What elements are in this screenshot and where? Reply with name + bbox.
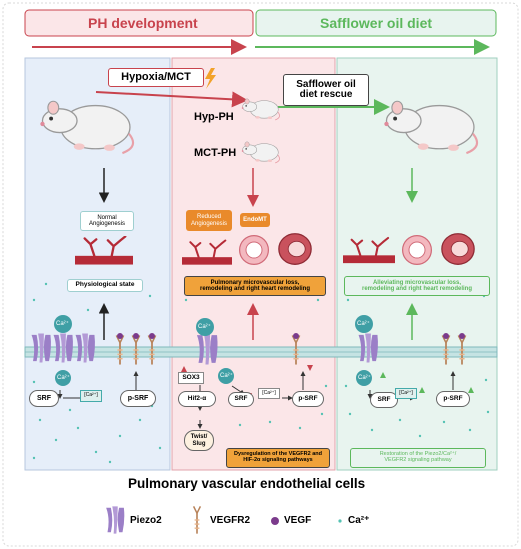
hypoxia-arrow	[95, 91, 248, 108]
psrf-node: p-SRF	[120, 390, 156, 407]
legend-vegf-icon	[271, 517, 279, 525]
ca-ion-label: Ca²⁺	[56, 321, 69, 327]
ca-level-tag: [Ca²⁺]	[80, 390, 102, 402]
psrf-node: p-SRF	[292, 391, 324, 407]
sox3-node: SOX3	[178, 372, 204, 384]
ca-ion	[54, 315, 72, 333]
hif2a-node: Hif2-α	[178, 391, 216, 407]
ca-ion	[196, 318, 214, 336]
legend-piezo2: Piezo2	[130, 515, 162, 526]
remodeled-artery-icon	[239, 235, 269, 265]
ph-development-header	[24, 9, 254, 37]
remodeling-box: Pulmonary microvascular loss,remodeling …	[184, 276, 326, 296]
ca-level-tag: [Ca²⁺]	[258, 388, 280, 399]
ca-ion	[355, 315, 373, 333]
ca-ion	[218, 368, 234, 384]
ca-ion-label: Ca²⁺	[220, 373, 233, 379]
ca-ion-label: Ca²⁺	[357, 321, 370, 327]
footer-title: Pulmonary vascular endothelial cells	[128, 476, 366, 491]
srf-node: SRF	[29, 390, 59, 407]
physiological-state-box: Physiological state	[67, 279, 143, 292]
ph-development-title: PH development	[88, 15, 198, 31]
twist-slug-node: Twist/Slug	[184, 430, 214, 451]
ca-ion-label: Ca²⁺	[57, 375, 70, 381]
endomt-box: EndoMT	[240, 213, 270, 227]
piezo2-channel	[358, 333, 378, 363]
piezo2-channel	[53, 333, 73, 363]
safflower-diet-title: Safflower oil diet	[320, 15, 433, 31]
legend-vegfr2-icon	[192, 505, 202, 535]
psrf-node: p-SRF	[436, 391, 470, 407]
safflower-diet-header	[255, 9, 497, 37]
calcium-dots	[32, 282, 490, 464]
rescued-heart-icon	[441, 233, 475, 265]
ca-level-tag: [Ca²⁺]	[395, 388, 417, 399]
legend-vegf: VEGF	[284, 515, 312, 526]
hyp-ph-label: Hyp-PH	[194, 111, 234, 123]
ca-ion-label: Ca²⁺	[198, 324, 211, 330]
ca-ion	[356, 370, 372, 386]
legend-ca: Ca²⁺	[348, 515, 370, 526]
rescued-artery-icon	[402, 235, 432, 265]
legend-vegfr2: VEGFR2	[210, 515, 251, 526]
piezo2-channel	[75, 333, 95, 363]
heart-section-icon	[278, 233, 312, 265]
restoration-box: Restoration of the Piezo2/Ca²⁺/VEGFR2 si…	[350, 448, 486, 468]
piezo2-channel	[196, 333, 218, 365]
piezo2-channel	[31, 333, 51, 363]
srf-node: SRF	[370, 392, 398, 408]
hypoxia-mct-box: Hypoxia/MCT	[108, 68, 204, 87]
legend-piezo2-icon	[106, 506, 125, 534]
ca-ion-label: Ca²⁺	[358, 375, 371, 381]
mct-ph-label: MCT-PH	[194, 147, 237, 159]
ca-ion	[55, 370, 71, 386]
legend-ca-icon	[338, 519, 342, 523]
srf-node: SRF	[228, 392, 254, 407]
lightning-icon	[205, 68, 216, 89]
alleviating-box: Alleviating microvascular loss,remodelin…	[344, 276, 490, 296]
